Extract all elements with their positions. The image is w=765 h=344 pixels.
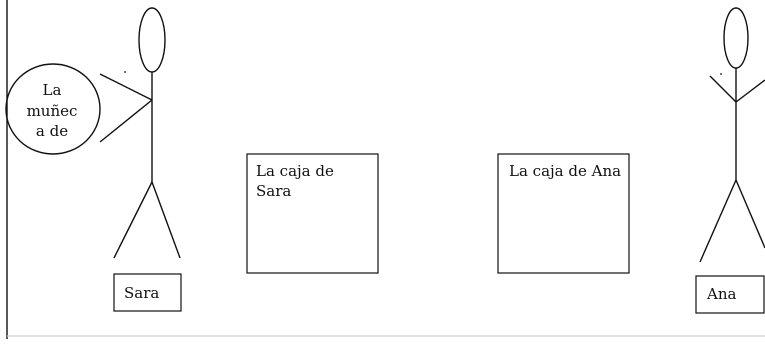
sara-figure	[99, 7, 181, 259]
ana-name-label: Ana	[706, 285, 736, 303]
bubble-line-3: a de	[36, 122, 68, 140]
doll-bubble: La muñec a de	[5, 63, 101, 155]
sara-arm-lower	[99, 99, 153, 143]
sara-box: La caja de Sara	[246, 153, 379, 274]
ana-mark-dot	[720, 73, 722, 75]
ana-name-box: Ana	[695, 275, 765, 314]
ana-right-arm	[735, 79, 765, 103]
ana-box: La caja de Ana	[497, 153, 630, 274]
sara-head	[138, 7, 166, 73]
bubble-line-2: muñec	[27, 102, 78, 120]
sara-box-rect	[246, 153, 379, 274]
ana-box-rect	[497, 153, 630, 274]
ana-right-leg	[735, 179, 765, 249]
sara-name-rect	[113, 273, 182, 312]
doll-bubble-ellipse	[5, 63, 101, 155]
ana-head	[723, 7, 749, 69]
sara-right-leg	[151, 181, 181, 259]
ana-box-line-1: La caja de Ana	[509, 162, 621, 180]
ana-name-rect	[695, 275, 765, 314]
sara-mark-dot	[124, 71, 126, 73]
sara-left-leg	[113, 181, 153, 259]
sara-name-label: Sara	[124, 284, 159, 302]
sara-arm-upper	[99, 73, 153, 101]
sara-name-box: Sara	[113, 273, 182, 312]
ana-left-arm	[709, 75, 737, 103]
sara-box-line-2: Sara	[256, 182, 291, 200]
sara-box-line-1: La caja de	[256, 162, 334, 180]
ana-figure	[699, 7, 765, 263]
ana-left-leg	[699, 179, 737, 263]
bubble-line-1: La	[43, 81, 62, 99]
